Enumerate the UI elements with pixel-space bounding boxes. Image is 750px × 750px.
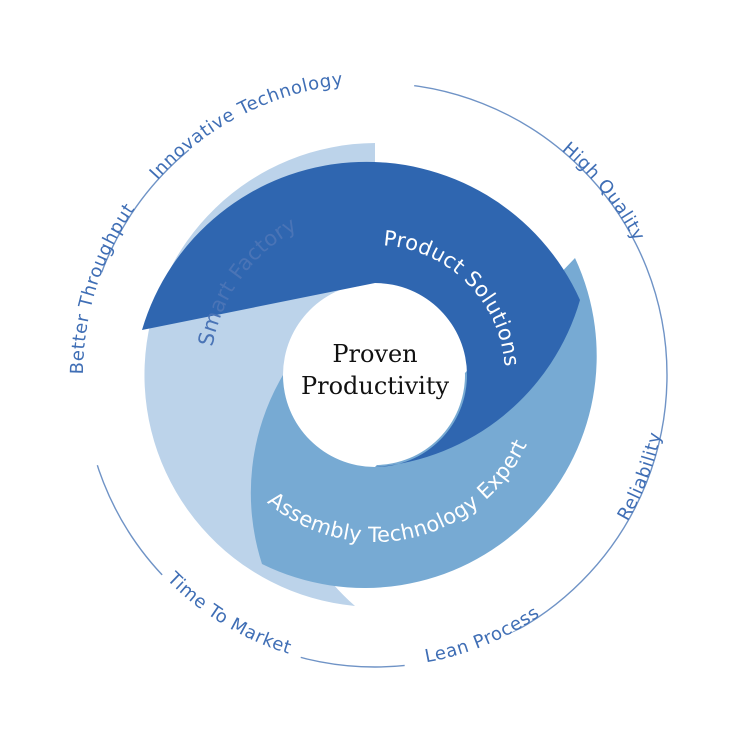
label-high-quality: High Quality bbox=[558, 138, 649, 245]
gap-high-quality bbox=[554, 133, 660, 262]
center-title-line1: Proven bbox=[332, 340, 417, 368]
gap-better-throughput bbox=[77, 269, 107, 467]
gap-time-to-market bbox=[157, 570, 302, 666]
gap-lean-process bbox=[404, 619, 545, 669]
gap-reliability bbox=[633, 427, 695, 522]
label-better-throughput: Better Throughput bbox=[67, 199, 139, 374]
band-product-solutions bbox=[142, 161, 580, 467]
outer-ring-gaps bbox=[77, 76, 695, 669]
center-circle bbox=[285, 285, 465, 465]
spiral bbox=[142, 143, 597, 606]
center-title-line2: Productivity bbox=[301, 372, 450, 400]
gap-innovative-technology bbox=[184, 76, 416, 155]
